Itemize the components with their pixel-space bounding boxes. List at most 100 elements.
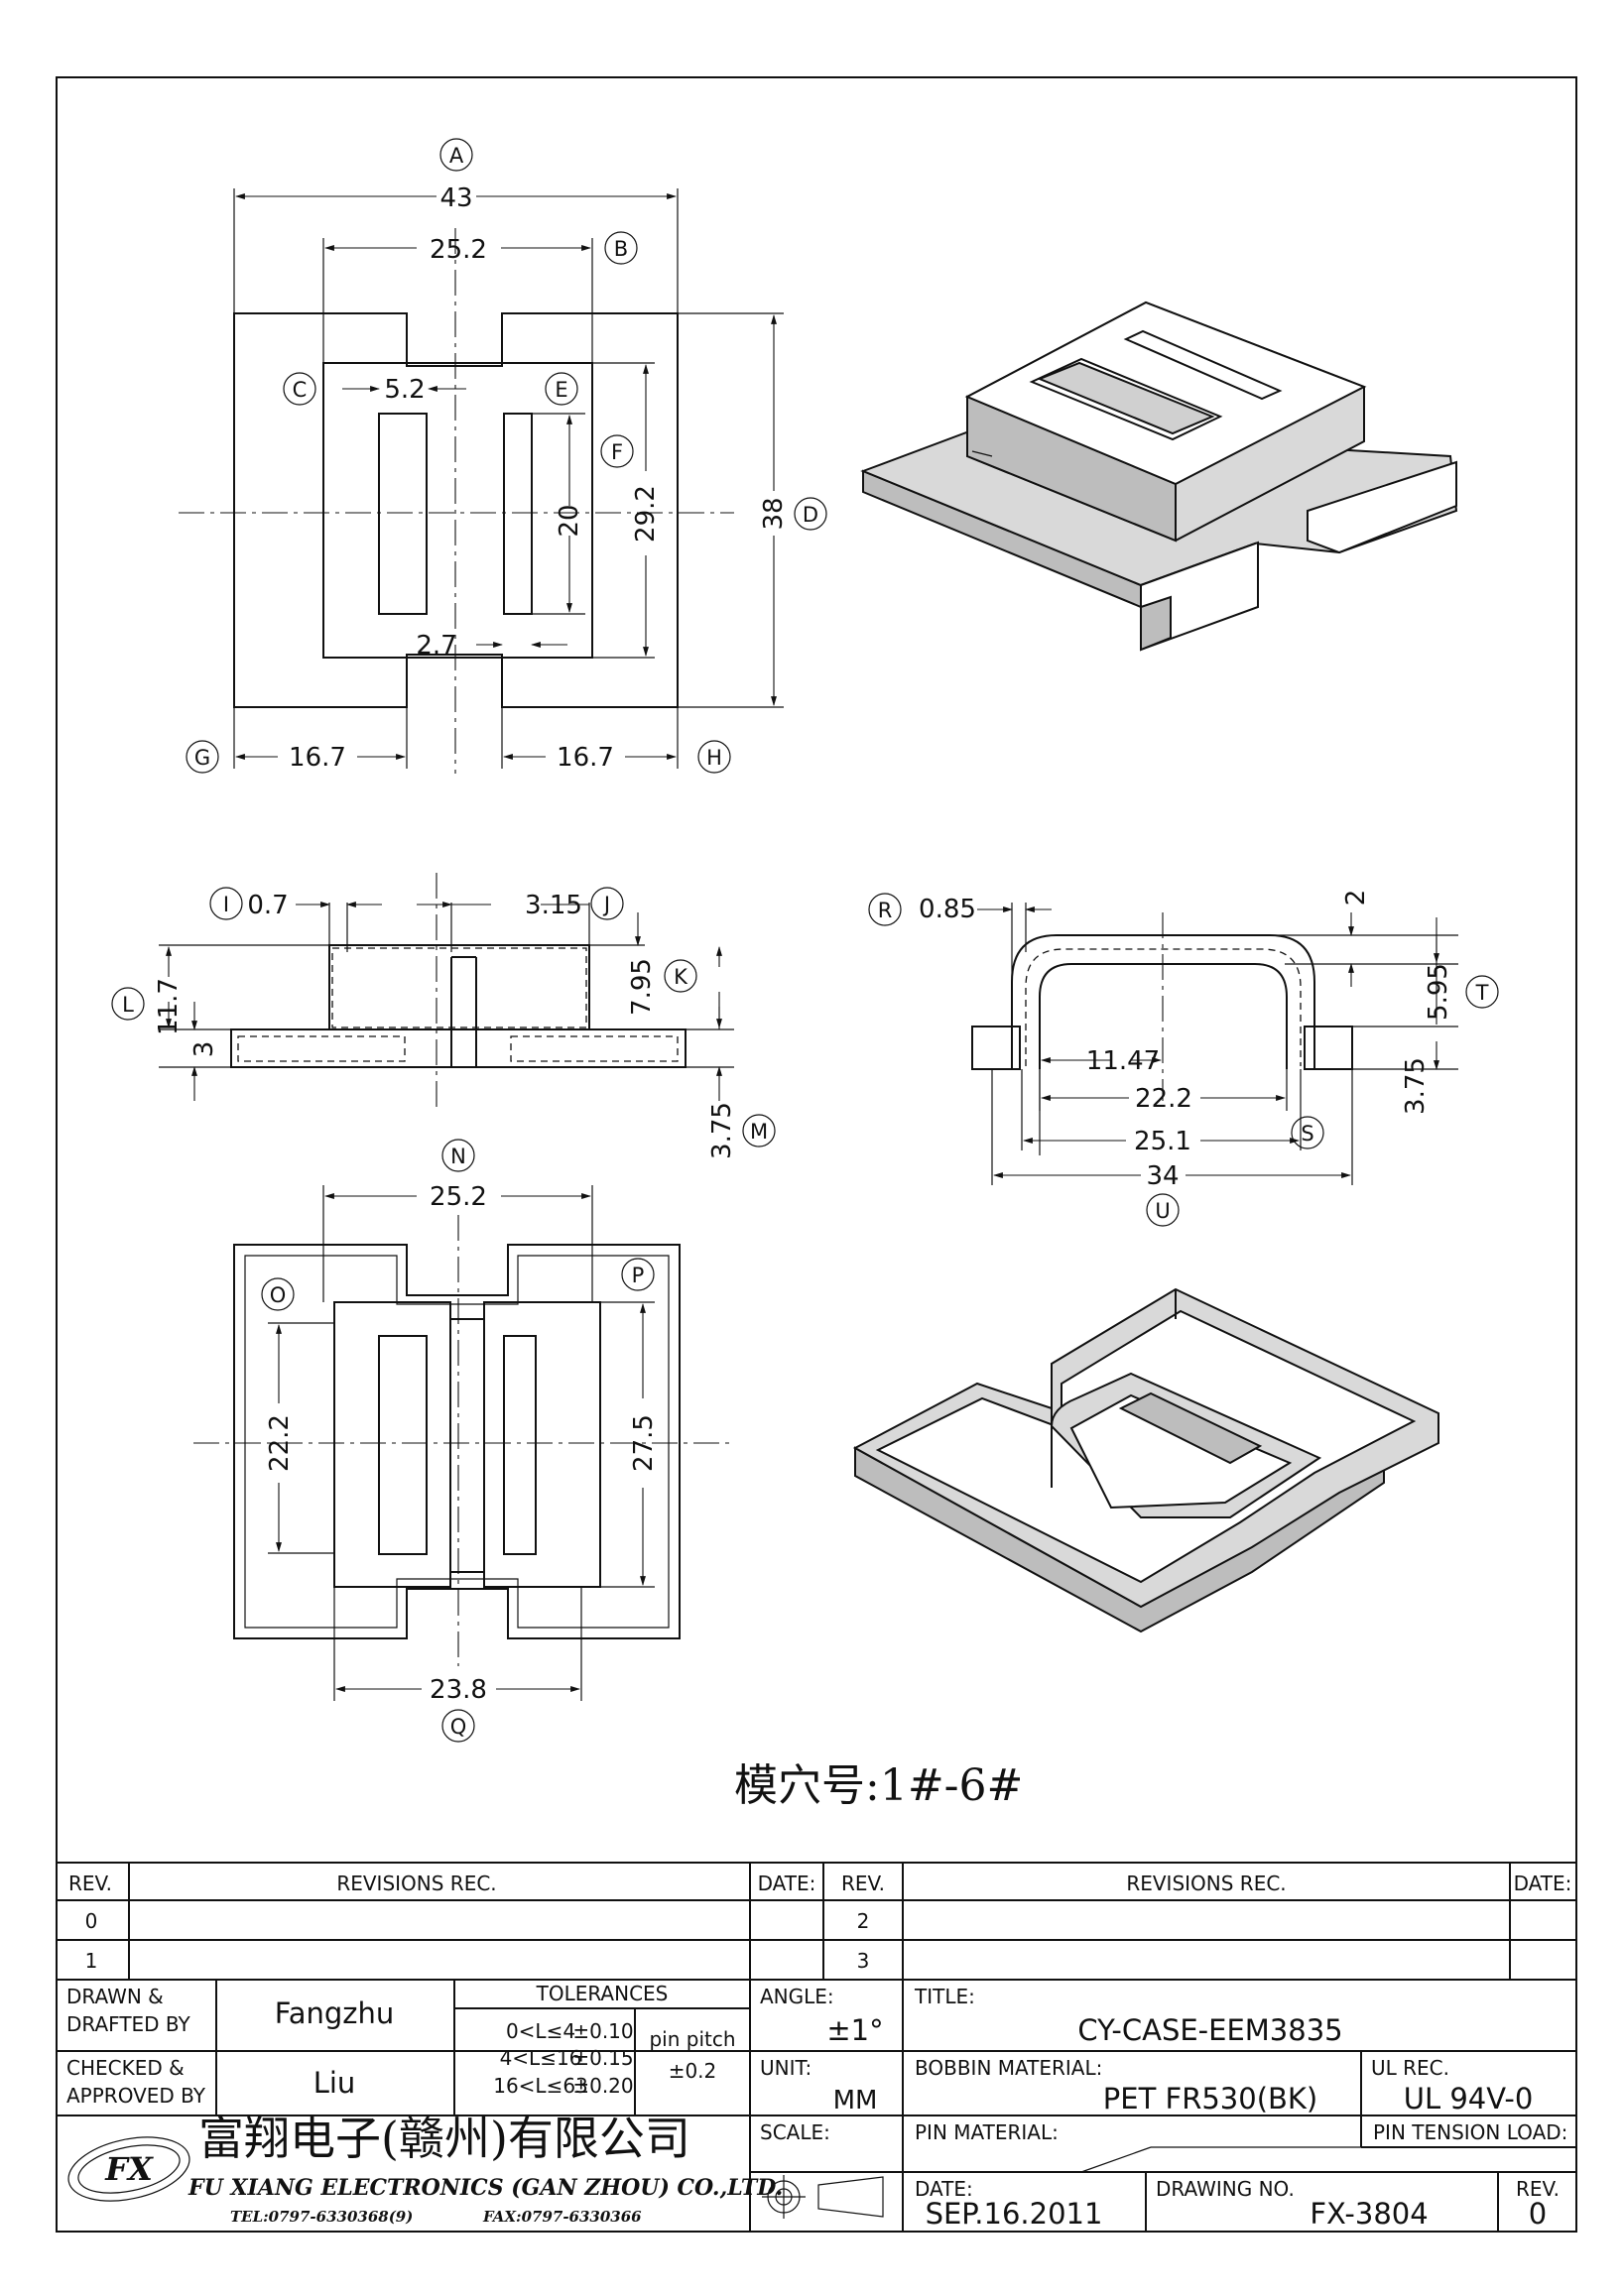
callout-q: Q	[441, 1709, 475, 1743]
rev-row-2: 2	[857, 1909, 870, 1933]
svg-text:E: E	[555, 378, 567, 402]
svg-text:K: K	[674, 965, 688, 989]
drawing-no: FX-3804	[1310, 2197, 1428, 2231]
tol-range-1: 4<L≤16	[500, 2046, 582, 2070]
rev-row-1: 1	[85, 1949, 98, 1973]
dim-bottom-width: 23.8	[430, 1675, 487, 1705]
callout-a: A	[439, 138, 473, 172]
section-view: 0.85 2 11.47 22.2 25.1 34 5.95 3.75 R T …	[868, 890, 1499, 1227]
title-value: CY-CASE-EEM3835	[1077, 2013, 1342, 2047]
date-header-right: DATE:	[1514, 1872, 1572, 1895]
company-name-en: FU XIANG ELECTRONICS (GAN ZHOU) CO.,LTD.	[187, 2175, 783, 2201]
company-logo-icon: FX	[67, 2136, 190, 2202]
isometric-top-view	[860, 301, 1458, 652]
svg-text:J: J	[602, 893, 610, 916]
tol-value-0: ±0.10	[572, 2019, 633, 2043]
tolerances-header: TOLERANCES	[536, 1982, 669, 2005]
svg-text:Q: Q	[450, 1715, 467, 1739]
date-header: DATE:	[758, 1872, 816, 1895]
isometric-bottom-view	[852, 1287, 1439, 1633]
drawing-no-label: DRAWING NO.	[1156, 2177, 1295, 2201]
svg-text:A: A	[449, 144, 464, 168]
dim-section-wall: 0.85	[919, 895, 976, 924]
dim-flange: 3	[189, 1041, 219, 1058]
dim-left-flange: 16.7	[289, 743, 346, 773]
company-fax: FAX:0797-6330366	[482, 2208, 642, 2226]
material-label: BOBBIN MATERIAL:	[915, 2056, 1102, 2080]
dim-slot-height: 20	[555, 504, 584, 537]
svg-text:R: R	[878, 899, 893, 922]
dim-section-outer: 25.1	[1134, 1127, 1191, 1156]
ul-label: UL REC.	[1371, 2056, 1449, 2080]
svg-text:N: N	[450, 1145, 466, 1168]
dim-section-half-inner: 11.47	[1086, 1046, 1160, 1076]
sheet-border	[56, 76, 1577, 2233]
side-view: 0.7 3.15 7.95 11.7 3 3.75 I J K L M	[111, 873, 776, 1159]
dim-slot-gap: 5.2	[384, 375, 425, 405]
unit-value: MM	[833, 2086, 878, 2115]
callout-n: N	[441, 1139, 475, 1172]
dim-section-overall: 34	[1146, 1161, 1179, 1191]
dim-total-height: 11.7	[154, 978, 184, 1035]
dim-bottom-right-height: 27.5	[629, 1414, 659, 1472]
date-value: SEP.16.2011	[926, 2197, 1103, 2231]
title-label: TITLE:	[914, 1985, 975, 2008]
callout-m: M	[742, 1114, 776, 1148]
dim-wall: 0.7	[247, 891, 288, 920]
dim-body-height: 7.95	[627, 958, 657, 1016]
dim-right-flange: 16.7	[557, 743, 614, 773]
scale-label: SCALE:	[760, 2120, 830, 2144]
svg-text:L: L	[122, 993, 134, 1017]
material-value: PET FR530(BK)	[1103, 2082, 1317, 2115]
svg-text:D: D	[803, 503, 818, 527]
callout-t: T	[1465, 975, 1499, 1009]
title-block: REV. REVISIONS REC. DATE: REV. REVISIONS…	[57, 1862, 1576, 2232]
ul-value: UL 94V-0	[1404, 2082, 1534, 2115]
approved-by: Liu	[313, 2066, 356, 2100]
callout-f: F	[600, 434, 634, 468]
dim-rib: 2.7	[416, 631, 456, 661]
callout-d: D	[794, 497, 827, 531]
pin-pitch-tol: ±0.2	[669, 2059, 717, 2083]
svg-text:P: P	[632, 1264, 645, 1287]
tol-value-1: ±0.15	[572, 2046, 633, 2070]
dim-step: 3.15	[525, 891, 582, 920]
dim-section-inner: 22.2	[1135, 1084, 1192, 1114]
top-view: 43 25.2 5.2 20 29.2 38 2.7 16.7 16.7 A B…	[179, 138, 827, 774]
revisions-header: REVISIONS REC.	[336, 1872, 496, 1895]
tol-range-0: 0<L≤4	[506, 2019, 575, 2043]
callout-b: B	[604, 231, 638, 265]
dim-section-top: 2	[1341, 890, 1371, 906]
logo-text: FX	[104, 2150, 154, 2188]
rev-row-3: 3	[857, 1949, 870, 1973]
dim-bottom-top-width: 25.2	[430, 1182, 487, 1212]
svg-text:U: U	[1155, 1199, 1170, 1223]
rev-value: 0	[1529, 2197, 1547, 2231]
checked-label: CHECKED &	[66, 2056, 185, 2080]
angle-value: ±1°	[826, 2013, 883, 2047]
callout-j: J	[590, 887, 624, 920]
svg-text:M: M	[750, 1120, 768, 1144]
callout-p: P	[621, 1258, 655, 1291]
callout-k: K	[664, 959, 697, 993]
pin-material-label: PIN MATERIAL:	[915, 2120, 1059, 2144]
callout-i: I	[209, 887, 243, 920]
svg-text:H: H	[706, 746, 722, 770]
dim-overall-width: 43	[439, 183, 472, 213]
drawn-label: DRAWN &	[66, 1985, 164, 2008]
pin-pitch-label: pin pitch	[649, 2027, 735, 2051]
callout-l: L	[111, 987, 145, 1021]
drawn-by: Fangzhu	[275, 1996, 395, 2030]
rev-label: REV.	[1516, 2177, 1560, 2201]
tol-range-2: 16<L≤63	[493, 2074, 588, 2098]
svg-text:G: G	[194, 746, 210, 770]
callout-o: O	[261, 1277, 295, 1311]
rev-row-0: 0	[85, 1909, 98, 1933]
rev-header-right: REV.	[841, 1872, 885, 1895]
callout-u: U	[1146, 1193, 1180, 1227]
dim-section-height: 5.95	[1424, 963, 1453, 1021]
unit-label: UNIT:	[760, 2056, 812, 2080]
svg-text:F: F	[611, 440, 623, 464]
dim-inner-height: 29.2	[631, 485, 661, 543]
